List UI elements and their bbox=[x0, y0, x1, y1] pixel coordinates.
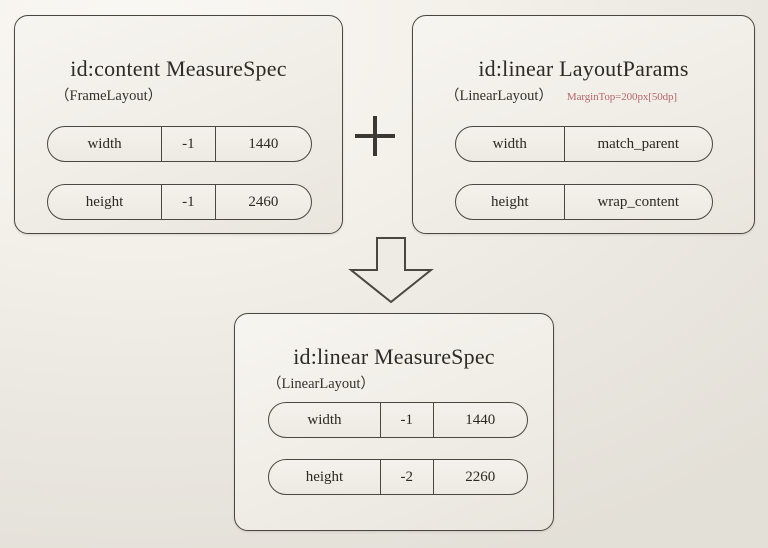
layoutparams-row-height: height wrap_content bbox=[455, 184, 713, 220]
cell-label: height bbox=[491, 193, 529, 210]
spec-row-height: height -1 2460 bbox=[47, 184, 312, 220]
box-subtitle: （FrameLayout） bbox=[55, 88, 163, 104]
box-subtitle: （LinearLayout） bbox=[445, 88, 553, 104]
box-subline: （LinearLayout） bbox=[267, 376, 375, 393]
cell-flag: -2 bbox=[379, 460, 433, 494]
spec-box-linear-layoutparams: id:linear LayoutParams （LinearLayout） Ma… bbox=[412, 15, 755, 234]
box-title: id:linear MeasureSpec bbox=[293, 344, 495, 369]
cell-label: height bbox=[85, 193, 124, 210]
cell-label: width bbox=[492, 135, 527, 152]
cell-value: 1440 bbox=[214, 127, 311, 161]
cell-value: 2260 bbox=[432, 460, 527, 494]
cell-label: height bbox=[305, 468, 344, 485]
cell-value: 1440 bbox=[432, 403, 527, 437]
box-subline: （FrameLayout） bbox=[55, 88, 162, 105]
margin-top-note: MarginTop=200px[50dp] bbox=[566, 91, 677, 103]
cell-label: width bbox=[87, 135, 122, 152]
cell-value: match_parent bbox=[563, 127, 712, 161]
box-title: id:content MeasureSpec bbox=[70, 56, 287, 81]
box-subtitle: （LinearLayout） bbox=[267, 376, 375, 392]
spec-box-linear-measurespec: id:linear MeasureSpec （LinearLayout） wid… bbox=[234, 313, 554, 531]
result-row-width: width -1 1440 bbox=[268, 402, 528, 438]
down-arrow-icon bbox=[347, 236, 435, 304]
cell-label: width bbox=[307, 411, 342, 428]
cell-flag: -1 bbox=[161, 185, 215, 219]
box-subline: （LinearLayout） MarginTop=200px[50dp] bbox=[445, 88, 677, 105]
cell-flag: -1 bbox=[161, 127, 215, 161]
layoutparams-row-width: width match_parent bbox=[455, 126, 713, 162]
cell-value: 2460 bbox=[214, 185, 311, 219]
box-title: id:linear LayoutParams bbox=[478, 56, 689, 81]
spec-box-content-measurespec: id:content MeasureSpec （FrameLayout） wid… bbox=[14, 15, 343, 234]
cell-flag: -1 bbox=[379, 403, 433, 437]
spec-row-width: width -1 1440 bbox=[47, 126, 312, 162]
plus-icon bbox=[355, 116, 395, 156]
result-row-height: height -2 2260 bbox=[268, 459, 528, 495]
cell-value: wrap_content bbox=[563, 185, 712, 219]
